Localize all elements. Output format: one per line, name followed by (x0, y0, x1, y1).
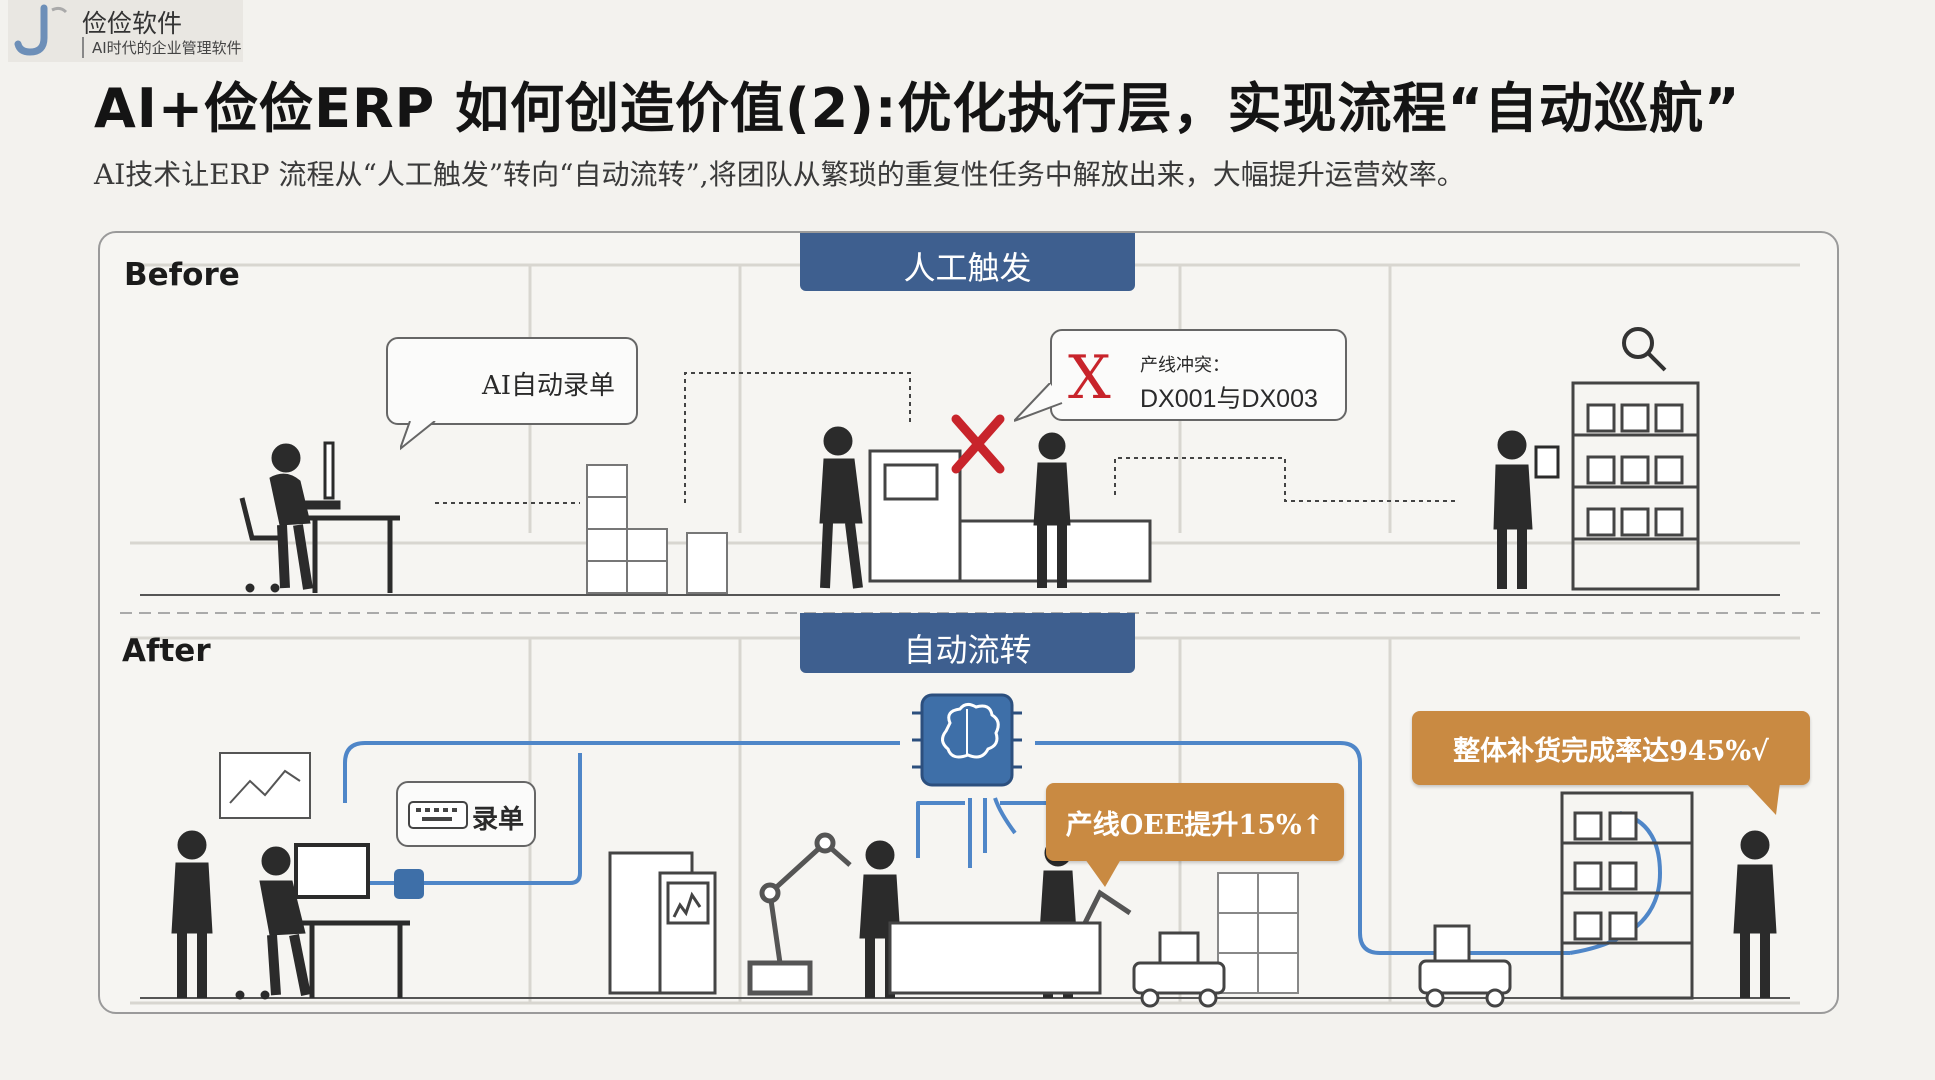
after-office-workers-icon (171, 830, 410, 1000)
desk-worker-icon (239, 441, 400, 593)
brand-name: 俭俭软件 (82, 9, 183, 38)
bubble-tail (400, 421, 436, 451)
warehouse-checker-icon (1493, 430, 1560, 589)
fill-rate-callout-tail (1746, 783, 1780, 815)
robot-arm-icon (747, 832, 1132, 996)
conflict-detail: DX001与DX003 (1140, 385, 1318, 413)
ai-brain-chip-icon (912, 693, 1022, 787)
ai-entry-text: AI自动录单 (482, 371, 616, 401)
entry-text: 录单 (472, 805, 525, 835)
keyboard-icon (408, 801, 468, 829)
agv-cart-icon (1132, 924, 1512, 1008)
manual-station-icon (819, 426, 1152, 589)
magnifier-icon (1622, 327, 1667, 372)
warehouse-shelf-icon (1571, 381, 1700, 591)
page-title: AI+俭俭ERP 如何创造价值(2):优化执行层，实现流程“自动巡航” (94, 77, 1741, 140)
oee-callout-tail (1085, 859, 1121, 887)
logo-mark-icon (14, 4, 68, 56)
automated-flow-lines (343, 741, 1662, 955)
auto-machine-icon (608, 851, 717, 995)
after-shelf-icon (1560, 791, 1694, 1000)
conflict-bubble (1050, 329, 1347, 421)
conflict-mark: X (1068, 343, 1111, 413)
conflict-title: 产线冲突： (1140, 355, 1230, 376)
inventory-boxes-icon (586, 464, 728, 594)
ai-entry-bubble (386, 337, 638, 425)
process-diagram: Before After 人工触发 自动流转 AI自动录单 X 产线冲突： DX… (98, 231, 1839, 1014)
analytics-chart-icon (219, 752, 311, 819)
manager-icon (1733, 830, 1777, 998)
before-label: Before (124, 257, 240, 293)
before-banner: 人工触发 (800, 233, 1135, 291)
brand-logo: 俭俭软件 AI时代的企业管理软件 (8, 0, 243, 62)
page-subtitle: AI技术让ERP 流程从“人工触发”转向“自动流转”,将团队从繁琐的重复性任务中… (94, 158, 1465, 191)
conflict-error-icon (951, 414, 1005, 474)
after-boxes-icon (1217, 872, 1299, 994)
after-banner: 自动流转 (800, 613, 1135, 673)
diagram-artwork (120, 263, 1820, 1008)
brand-tagline: AI时代的企业管理软件 (82, 37, 242, 58)
conflict-bubble-tail (1014, 383, 1063, 422)
oee-callout: 产线OEE提升15%↑ (1046, 783, 1344, 861)
fill-rate-callout: 整体补货完成率达945%√ (1412, 711, 1810, 785)
small-ai-chip-icon (394, 869, 424, 899)
after-label: After (122, 633, 211, 669)
manual-flow-lines (435, 372, 1455, 504)
conveyor-belt (888, 921, 1102, 995)
